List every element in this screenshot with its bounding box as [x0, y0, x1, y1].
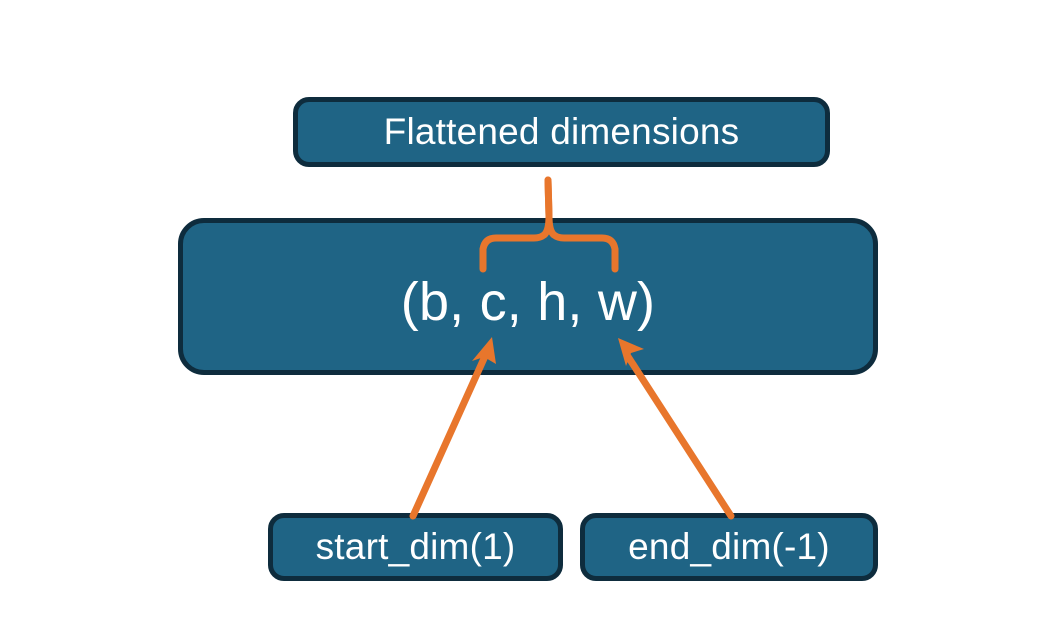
node-end-dim[interactable]: end_dim(-1): [580, 513, 878, 581]
node-start-dim[interactable]: start_dim(1): [268, 513, 563, 581]
node-start-dim-label: start_dim(1): [315, 526, 516, 567]
node-tensor-shape-label: (b, c, h, w): [400, 272, 656, 332]
node-end-dim-label: end_dim(-1): [628, 526, 830, 567]
node-flattened-dimensions-label: Flattened dimensions: [383, 111, 740, 152]
node-tensor-shape[interactable]: (b, c, h, w): [178, 218, 878, 375]
node-flattened-dimensions[interactable]: Flattened dimensions: [293, 97, 830, 167]
